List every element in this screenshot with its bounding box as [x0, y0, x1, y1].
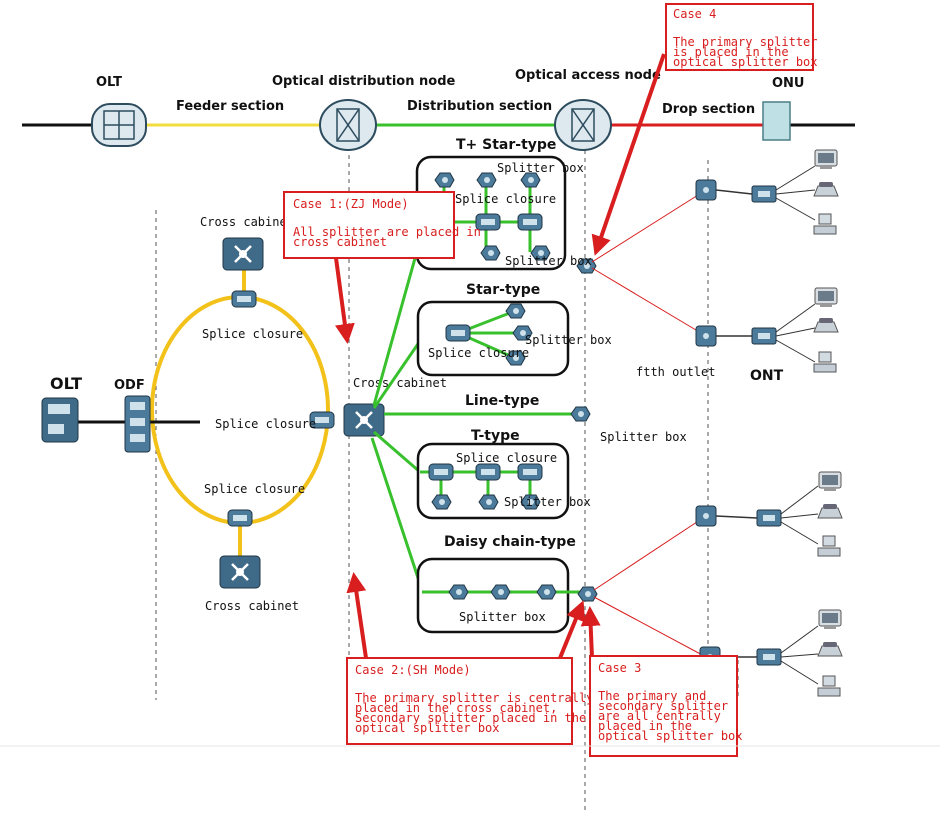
- cross-cabinet-center-label: Cross cabinet: [353, 376, 447, 390]
- odn-label: Optical distribution node: [272, 74, 456, 89]
- daisy-end-splitter: [577, 586, 598, 602]
- customer-cluster-1: [695, 149, 839, 235]
- olt-top-label: OLT: [96, 75, 122, 90]
- svg-text:optical splitter box: optical splitter box: [355, 721, 500, 735]
- svg-text:The primary and: The primary and: [598, 689, 706, 703]
- svg-text:All splitter are placed in: All splitter are placed in: [293, 225, 481, 239]
- svg-text:placed in the: placed in the: [598, 719, 692, 733]
- drop-label: Drop section: [662, 102, 755, 117]
- svg-text:Case 4: Case 4: [673, 7, 716, 21]
- splice-closure-mid-label: Splice closure: [215, 417, 316, 431]
- splice-closure-top-icon: [231, 290, 257, 308]
- svg-text:optical splitter box: optical splitter box: [673, 55, 818, 69]
- feeder-label: Feeder section: [176, 99, 284, 114]
- svg-text:Case 2:(SH Mode): Case 2:(SH Mode): [355, 663, 471, 677]
- customer-cluster-3: [695, 471, 843, 557]
- ftth-outlet-label: ftth outlet: [636, 365, 715, 379]
- svg-text:The primary splitter is centra: The primary splitter is centrally: [355, 691, 593, 705]
- svg-text:optical splitter box: optical splitter box: [598, 729, 743, 743]
- t-splice-label: Splice closure: [456, 451, 557, 465]
- oan-label: Optical access node: [515, 68, 661, 83]
- case2-arrow-1: [346, 572, 368, 659]
- cross-cabinet-top-label: Cross cabinet: [200, 215, 294, 229]
- onu-label: ONU: [772, 76, 805, 91]
- tstar-title: T+ Star-type: [456, 137, 556, 153]
- svg-text:cross cabinet: cross cabinet: [293, 235, 387, 249]
- daisy-splitter-label: Splitter box: [459, 610, 546, 624]
- odf-label: ODF: [114, 378, 145, 393]
- star-group: [416, 300, 570, 377]
- distribution-node-icon: [319, 99, 377, 151]
- cross-cabinet-center-icon: [342, 402, 386, 438]
- odf-icon: [124, 395, 151, 453]
- svg-text:Secondary splitter placed in t: Secondary splitter placed in the: [355, 711, 586, 725]
- distribution-label: Distribution section: [407, 99, 552, 114]
- svg-text:is placed in the: is placed in the: [673, 45, 789, 59]
- svg-text:Case 3: Case 3: [598, 661, 641, 675]
- svg-text:placed in the cross cabinet,: placed in the cross cabinet,: [355, 701, 557, 715]
- access-node-icon: [554, 99, 612, 151]
- line-splitter-icon: [570, 406, 591, 422]
- star-splice-icon: [445, 324, 471, 342]
- case2-box: Case 2:(SH Mode) The primary splitter is…: [346, 657, 593, 745]
- t-splice-1: [428, 463, 454, 481]
- star-title: Star-type: [466, 282, 540, 298]
- svg-text:Case 1:(ZJ Mode): Case 1:(ZJ Mode): [293, 197, 409, 211]
- t-title: T-type: [471, 428, 520, 444]
- olt-left-icon: [41, 397, 79, 443]
- case1-box: Case 1:(ZJ Mode) All splitter are placed…: [283, 191, 481, 259]
- tstar-splitter-label: Splitter box: [497, 161, 584, 175]
- ont-label: ONT: [750, 368, 784, 384]
- t-splitter-label: Splitter box: [504, 495, 591, 509]
- olt-left-label: OLT: [50, 374, 82, 393]
- star-splice-label: Splice closure: [428, 346, 529, 360]
- olt-top-icon: [91, 103, 147, 147]
- star-splitter-label: Splitter box: [525, 333, 612, 347]
- daisy-title: Daisy chain-type: [444, 534, 576, 550]
- case4-box: Case 4 The primary splitter is placed in…: [665, 3, 818, 71]
- case4-arrow: [591, 53, 666, 256]
- svg-text:secondary splitter: secondary splitter: [598, 699, 728, 713]
- case2-arrow-2: [558, 600, 586, 659]
- line-title: Line-type: [465, 393, 539, 409]
- case3-box: Case 3 The primary and secondary splitte…: [589, 655, 743, 757]
- t-splice-2: [475, 463, 501, 481]
- tstar-splice-2: [517, 213, 543, 231]
- line-splitter-label: Splitter box: [600, 430, 687, 444]
- customer-cluster-4: [699, 609, 843, 697]
- case3-arrow: [580, 606, 601, 659]
- splice-closure-top-label: Splice closure: [202, 327, 303, 341]
- cross-cabinet-bottom-icon: [218, 554, 262, 590]
- splice-closure-bottom-icon: [227, 509, 253, 527]
- cross-cabinet-top-icon: [221, 236, 265, 272]
- svg-text:are all centrally: are all centrally: [598, 709, 721, 723]
- splice-closure-bottom-label: Splice closure: [204, 482, 305, 496]
- customer-cluster-2: [695, 287, 839, 373]
- svg-text:The primary splitter: The primary splitter: [673, 35, 818, 49]
- onu-icon: [762, 101, 791, 141]
- t-splice-3: [517, 463, 543, 481]
- tstar-splice-label: Splice closure: [455, 192, 556, 206]
- cross-cabinet-bottom-label: Cross cabinet: [205, 599, 299, 613]
- tstar-splitter2-label: Splitter box: [505, 254, 592, 268]
- drop-links: [591, 189, 707, 658]
- case1-arrow: [334, 257, 355, 344]
